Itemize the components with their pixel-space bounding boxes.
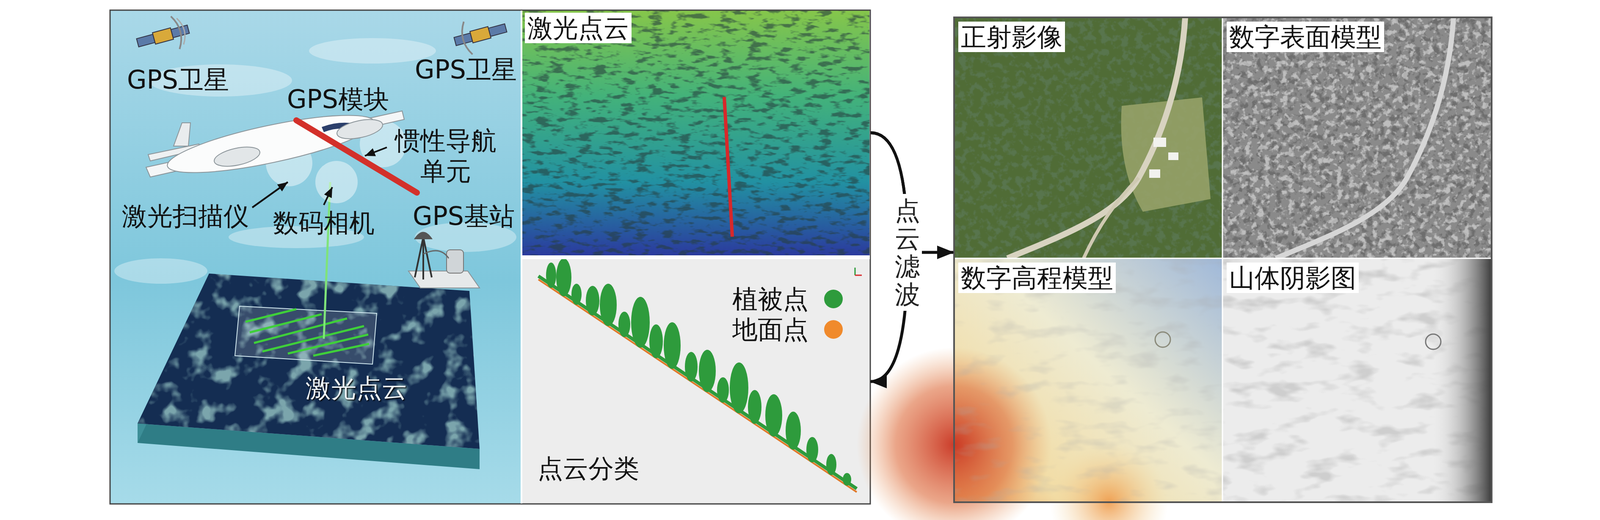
label-slot: GPS卫星: [126, 64, 229, 95]
panel-title: 激光点云: [524, 12, 632, 44]
label-slot: 惯性导航 单元: [390, 125, 501, 187]
part-label: GPS卫星: [126, 64, 229, 95]
legend-slot: 地面点: [732, 314, 809, 345]
image-panel: 数字高程模型: [954, 258, 1223, 503]
label-slot: 激光点云: [305, 372, 408, 403]
part-label: 激光扫描仪: [121, 200, 249, 232]
label-slot: GPS模块: [286, 83, 389, 115]
legend-slot: 植被点: [732, 283, 809, 315]
legend-text: 地面点: [732, 314, 809, 345]
legend-swatch: [824, 320, 843, 339]
panel-title: 数字高程模型: [958, 262, 1116, 293]
image-panel: 点云分类: [522, 259, 870, 504]
panel-title: 山体阴影图: [1226, 262, 1359, 293]
label-slot: 数码相机: [273, 207, 375, 238]
part-label: 数码相机: [273, 207, 375, 238]
label-slot: GPS基站: [412, 200, 515, 232]
label-slot: GPS卫星: [414, 54, 517, 85]
image-panel: 正射影像: [954, 17, 1223, 259]
panel-title: 数字表面模型: [1226, 21, 1385, 53]
edge-label: 点云滤波: [893, 193, 922, 311]
panel-title: 正射影像: [958, 21, 1065, 53]
part-label: GPS模块: [286, 83, 389, 115]
image-panel: 山体阴影图: [1222, 258, 1492, 503]
image-panel: 激光点云: [522, 10, 870, 256]
edge-label-slot: 点云滤波: [893, 193, 922, 311]
part-label: GPS卫星: [414, 54, 517, 85]
part-label: 惯性导航 单元: [390, 125, 501, 187]
part-label: GPS基站: [412, 200, 515, 232]
part-label: 激光点云: [305, 372, 408, 403]
legend-swatch: [824, 289, 843, 309]
panel-title: 点云分类: [535, 452, 642, 484]
label-slot: 激光扫描仪: [121, 200, 249, 232]
legend-text: 植被点: [732, 283, 809, 315]
image-panel: 数字表面模型: [1222, 17, 1492, 259]
